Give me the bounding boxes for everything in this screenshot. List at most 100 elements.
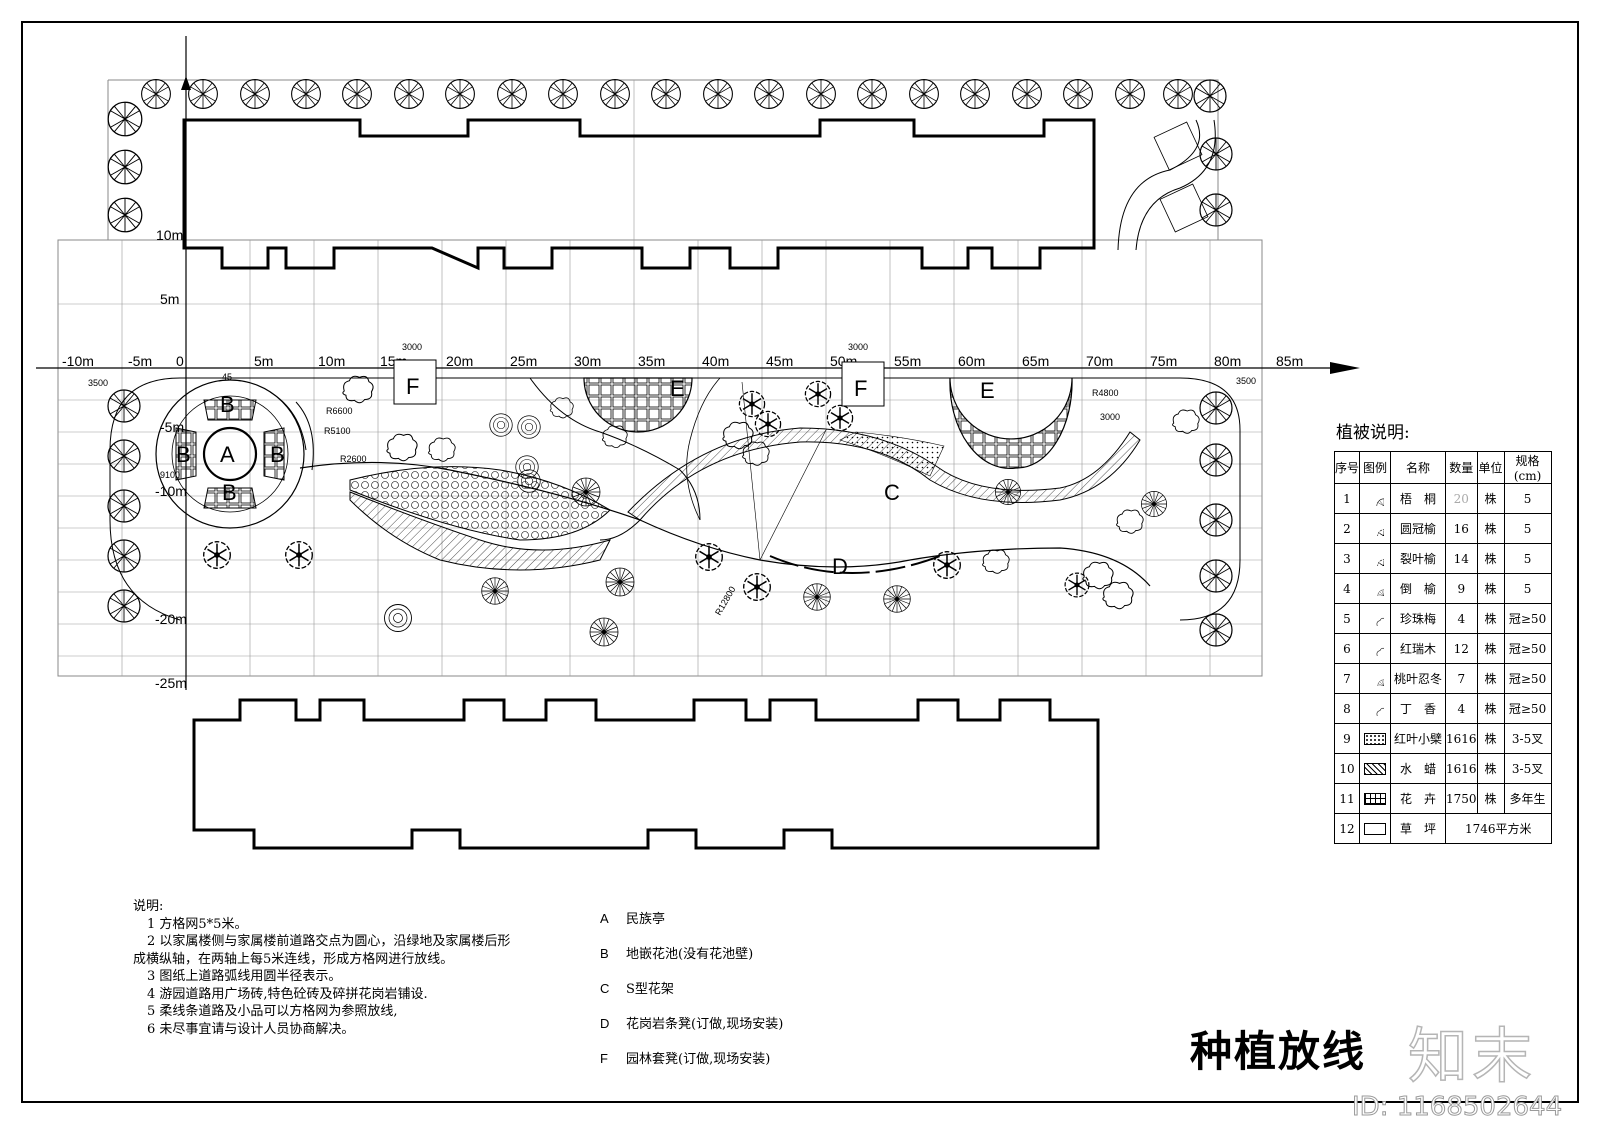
watermark-id: ID: 1168502644 (1351, 1092, 1563, 1123)
row-unit: 株 (1476, 783, 1505, 814)
key-text: S型花架 (626, 982, 674, 997)
shrub-icon (1359, 633, 1391, 664)
legend-row: 6 红瑞木 12 株 冠≥50 (1334, 633, 1552, 664)
note-line: 1 方格网5*5米。 (147, 916, 248, 932)
dim-text: R12800 (713, 585, 737, 617)
x-tick: -5m (128, 353, 152, 369)
flower-icon (1359, 783, 1391, 814)
row-unit: 株 (1476, 723, 1505, 754)
legend-table: 序号 图例 名称 数量 单位 规格(cm) 1 梧 桐 20 株 5 2 圆冠榆… (1334, 451, 1552, 844)
key-letter: A (600, 911, 609, 926)
tree-icon (826, 404, 854, 432)
tree-icon (188, 79, 218, 109)
row-no: 12 (1334, 813, 1360, 844)
garden-edge (109, 377, 1241, 621)
row-no: 8 (1334, 693, 1360, 724)
tree-icon (1141, 491, 1167, 517)
x-axis-labels: -10m -5m 0 5m 10m 15m 20m 25m 30m 35m 40… (62, 353, 1303, 369)
row-name: 红瑞木 (1390, 633, 1446, 664)
drawing-title: 种植放线 (1190, 1027, 1367, 1076)
label-e: E (670, 376, 685, 401)
shrub-icon (1082, 561, 1114, 590)
tree-icon (481, 577, 509, 605)
tree-icon (605, 567, 635, 597)
y-tick: 10m (156, 227, 183, 243)
legend-row: 5 珍珠梅 4 株 冠≥50 (1334, 603, 1552, 634)
tree-icon (342, 79, 372, 109)
tree-icon (571, 477, 601, 507)
shrub-icon (517, 415, 541, 439)
tree-icon (1359, 513, 1391, 544)
row-spec: 5 (1503, 483, 1552, 514)
row-no: 11 (1334, 783, 1360, 814)
tree-icon (107, 489, 141, 523)
row-no: 5 (1334, 603, 1360, 634)
tree-icon (107, 149, 143, 185)
tree-icon (960, 79, 990, 109)
key-text: 园林套凳(订做,现场安装) (626, 1052, 771, 1067)
legend-row: 2 圆冠榆 16 株 5 (1334, 513, 1552, 544)
dim-text: 45 (222, 372, 232, 382)
key-text: 花岗岩条凳(订做,现场安装) (626, 1017, 784, 1032)
row-spec: 冠≥50 (1503, 603, 1552, 634)
row-unit: 株 (1476, 693, 1505, 724)
dim-text: 3000 (848, 342, 868, 352)
row-unit: 株 (1476, 663, 1505, 694)
x-tick: 35m (638, 353, 665, 369)
row-no: 10 (1334, 753, 1360, 784)
legend-row: 10 水 蜡 1616 株 3-5叉 (1334, 753, 1552, 784)
y-tick: -20m (155, 611, 187, 627)
header-icon: 图例 (1359, 451, 1391, 484)
dim-text: R5100 (324, 426, 351, 436)
label-b: B (270, 442, 285, 467)
tree-icon (754, 410, 782, 438)
flower-bed-e2 (949, 377, 1073, 470)
tree-icon (1359, 573, 1391, 604)
label-d: D (832, 554, 848, 579)
dim-text: 3000 (1100, 412, 1120, 422)
header-no: 序号 (1334, 451, 1360, 484)
y-tick: -10m (155, 483, 187, 499)
row-qty: 16 (1445, 513, 1478, 544)
row-spec: 冠≥50 (1503, 693, 1552, 724)
row-name: 红叶小檗 (1390, 723, 1446, 754)
row-spec: 3-5叉 (1503, 723, 1552, 754)
tree-icon (1199, 391, 1233, 425)
tree-icon (1199, 503, 1233, 537)
row-qty: 1616 (1445, 723, 1478, 754)
tree-icon (107, 197, 143, 233)
shrub-icon (601, 425, 628, 449)
axes (36, 36, 1360, 690)
note-line: 4 游园道路用广场砖,特色砼砖及碎拼花岗岩铺设. (147, 986, 428, 1002)
row-name: 圆冠榆 (1390, 513, 1446, 544)
x-tick: 85m (1276, 353, 1303, 369)
legend-row: 7 桃叶忍冬 7 株 冠≥50 (1334, 663, 1552, 694)
tree-icon (803, 583, 831, 611)
row-spec: 5 (1503, 573, 1552, 604)
y-tick: 5m (160, 291, 179, 307)
shrub-icon (1102, 581, 1134, 610)
shrub-icon (1172, 409, 1200, 434)
tree-icon (497, 79, 527, 109)
shrub-icon (1116, 509, 1144, 534)
note-line: 5 柔线条道路及小品可以方格网为参照放线, (147, 1004, 398, 1019)
tree-icon (107, 439, 141, 473)
tree-icon (703, 79, 733, 109)
legend-title: 植被说明: (1336, 423, 1410, 443)
row-qty: 7 (1445, 663, 1478, 694)
row-unit: 株 (1476, 513, 1505, 544)
legend-row: 8 丁 香 4 株 冠≥50 (1334, 693, 1552, 724)
label-f: F (406, 374, 419, 399)
row-unit: 株 (1476, 633, 1505, 664)
row-no: 6 (1334, 633, 1360, 664)
tree-icon (1199, 559, 1233, 593)
x-tick: 75m (1150, 353, 1177, 369)
row-qty: 1750 (1445, 783, 1478, 814)
row-qty: 12 (1445, 633, 1478, 664)
row-spec: 3-5叉 (1503, 753, 1552, 784)
tree-icon (754, 79, 784, 109)
tree-icon (1163, 79, 1193, 109)
